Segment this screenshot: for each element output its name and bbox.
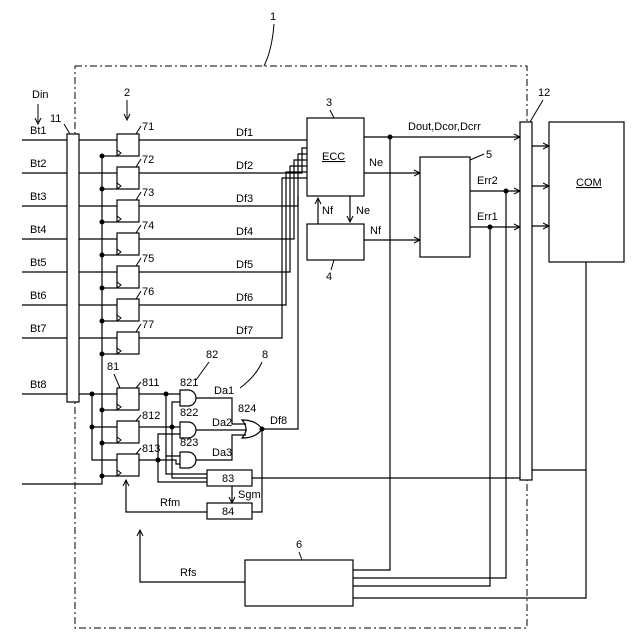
nf-label-1: Nf [322, 205, 334, 217]
input-bus-label: 11 [50, 113, 61, 125]
bit-label-3: Bt3 [30, 191, 47, 203]
dout-label: Dout,Dcor,Dcrr [408, 121, 481, 133]
latch-label-76: 76 [142, 286, 154, 298]
latch-label-74: 74 [142, 220, 154, 232]
latch-label-75: 75 [142, 253, 154, 265]
gate821-label: 821 [180, 377, 198, 389]
da1-label: Da1 [214, 385, 234, 397]
block-4 [307, 224, 364, 260]
block-84-label: 84 [222, 506, 234, 518]
latch-label-811: 811 [142, 377, 160, 389]
df-label-4: Df4 [236, 226, 253, 238]
ne-label-2: Ne [369, 157, 383, 169]
voter-label: 8 [262, 349, 268, 361]
df-label-6: Df6 [236, 292, 253, 304]
rfm-label: Rfm [160, 497, 180, 509]
df8-line [262, 196, 298, 429]
bit-label-8: Bt8 [30, 379, 47, 391]
bit-label-1: Bt1 [30, 125, 47, 137]
com-label: COM [576, 177, 602, 189]
da3-label: Da3 [212, 447, 232, 459]
bit-label-2: Bt2 [30, 158, 47, 170]
ne-label-1: Ne [356, 205, 370, 217]
block-6-label: 6 [296, 539, 302, 551]
rfs-label: Rfs [180, 567, 197, 579]
df-label-7: Df7 [236, 325, 253, 337]
bit-label-7: Bt7 [30, 323, 47, 335]
gate824-label: 824 [238, 403, 256, 415]
error-block-5 [420, 157, 470, 257]
input-bus-11 [67, 134, 79, 402]
bit-label-6: Bt6 [30, 290, 47, 302]
gate82-label: 82 [206, 349, 218, 361]
latch81-label: 81 [107, 361, 119, 373]
block-4-label: 4 [326, 271, 332, 283]
block-83-label: 83 [222, 473, 234, 485]
latch-label-812: 812 [142, 410, 160, 422]
latch-label-72: 72 [142, 154, 154, 166]
block-6 [245, 560, 353, 606]
device-label: 1 [270, 11, 276, 23]
nf-label-2: Nf [370, 225, 382, 237]
ecc-ref: 3 [326, 97, 332, 109]
sgm-label: Sgm [238, 489, 261, 501]
ecc-label: ECC [322, 151, 345, 163]
err2-label: Err2 [477, 175, 498, 187]
bit-label-4: Bt4 [30, 224, 47, 236]
output-bus-label: 12 [538, 87, 550, 99]
da2-label: Da2 [212, 417, 232, 429]
din-label: Din [32, 89, 49, 101]
df-label-3: Df3 [236, 193, 253, 205]
bit-label-5: Bt5 [30, 257, 47, 269]
df-label-1: Df1 [236, 127, 253, 139]
gate823-label: 823 [180, 437, 198, 449]
latch-group-label: 2 [124, 87, 130, 99]
df8-label: Df8 [270, 415, 287, 427]
and-gate-821 [180, 390, 196, 406]
device-leader [264, 24, 274, 66]
gate822-label: 822 [180, 407, 198, 419]
latch-label-71: 71 [142, 121, 154, 133]
error-block-label: 5 [486, 149, 492, 161]
output-bus-12 [520, 122, 532, 480]
err1-label: Err1 [477, 211, 498, 223]
latch-label-73: 73 [142, 187, 154, 199]
df-label-2: Df2 [236, 160, 253, 172]
and-gate-823 [180, 452, 196, 468]
com-block [549, 122, 624, 262]
and-gate-822 [180, 422, 196, 438]
latch-label-77: 77 [142, 319, 154, 331]
df-label-5: Df5 [236, 259, 253, 271]
